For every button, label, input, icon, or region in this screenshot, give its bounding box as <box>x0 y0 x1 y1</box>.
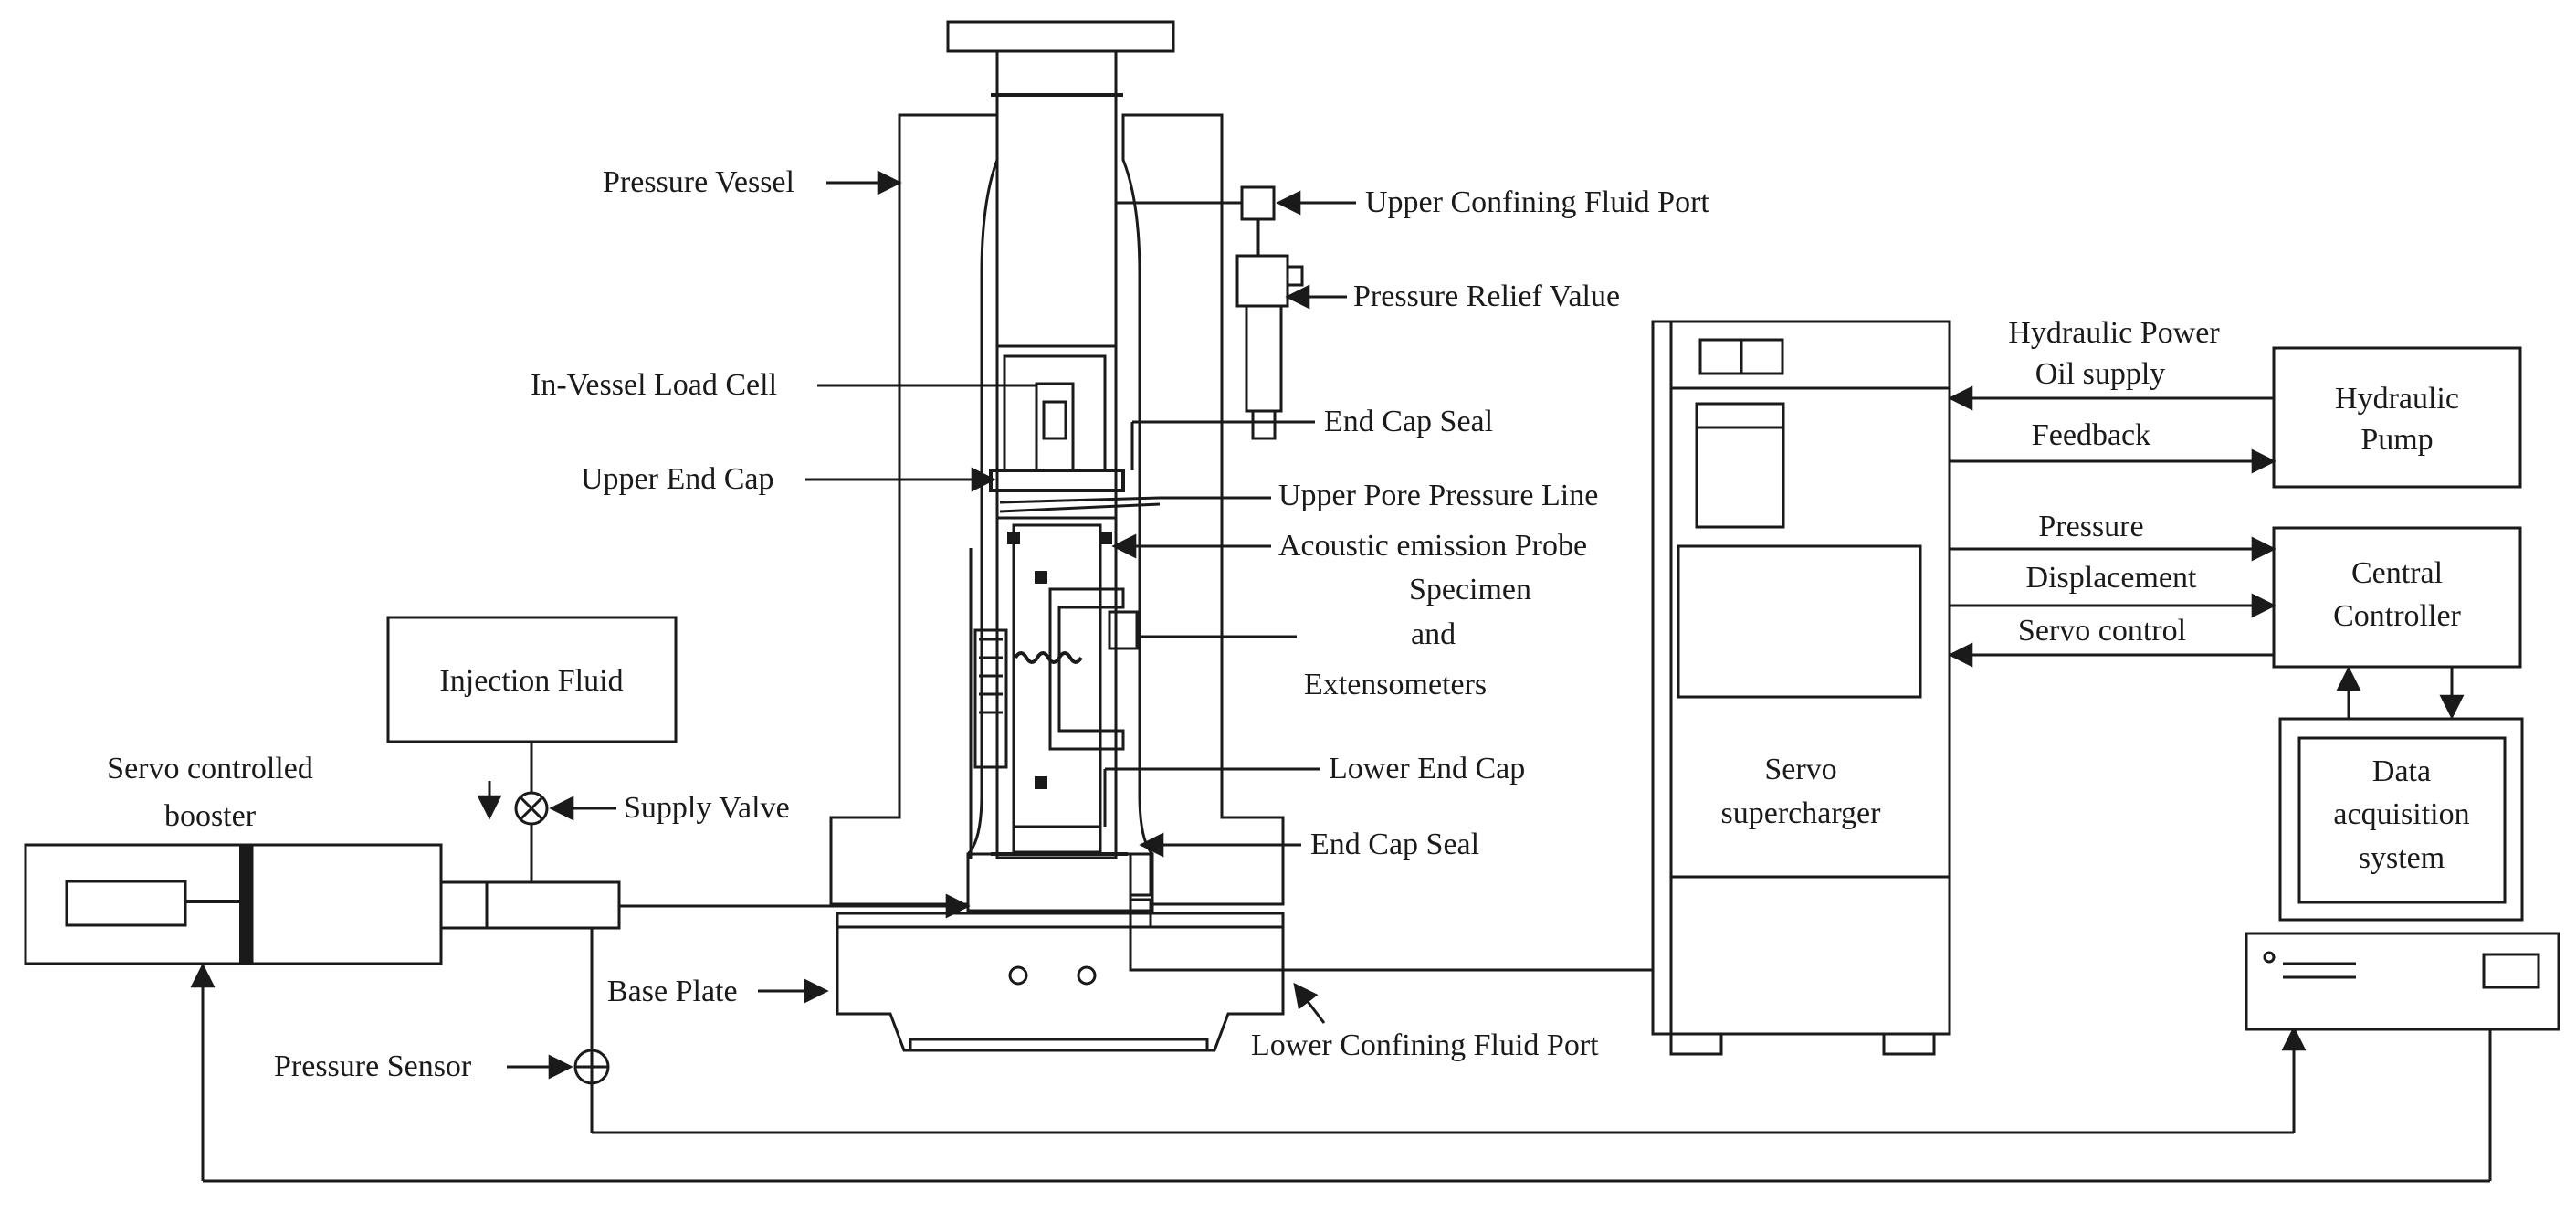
pressure-vessel <box>829 20 1285 912</box>
specimen <box>969 523 1139 859</box>
data-acquisition-computer <box>2245 717 2560 1031</box>
servo-controlled-booster <box>24 843 621 965</box>
label-pressure: Pressure <box>2038 510 2143 543</box>
piston-rod <box>995 49 1118 97</box>
label-and: and <box>1411 617 1456 651</box>
vessel-floor <box>966 852 1154 912</box>
label-upper-end-cap: Upper End Cap <box>581 462 774 496</box>
label-supply-valve: Supply Valve <box>624 791 790 825</box>
label-injection-fluid: Injection Fluid <box>439 664 623 698</box>
piston <box>995 93 1118 348</box>
acoustic-probe-right <box>1099 532 1112 544</box>
label-end-cap-seal-lower: End Cap Seal <box>1310 828 1479 861</box>
label-hydraulic-pump-1: Hydraulic <box>2335 382 2459 416</box>
base-plate <box>836 912 1285 1052</box>
label-servo-supercharger-1: Servo <box>1764 753 1836 786</box>
label-pressure-vessel: Pressure Vessel <box>603 165 794 199</box>
label-load-cell: In-Vessel Load Cell <box>531 368 777 402</box>
label-pressure-sensor: Pressure Sensor <box>274 1049 472 1083</box>
label-pressure-relief: Pressure Relief Value <box>1353 279 1620 313</box>
relief-valve-assembly <box>1116 185 1304 440</box>
label-feedback: Feedback <box>2032 418 2150 452</box>
label-upper-confining-port: Upper Confining Fluid Port <box>1365 185 1709 219</box>
label-acoustic-probe: Acoustic emission Probe <box>1278 529 1587 563</box>
label-upper-pore-pressure: Upper Pore Pressure Line <box>1278 479 1598 512</box>
label-lower-confining-port: Lower Confining Fluid Port <box>1251 1028 1599 1062</box>
acoustic-probe-left <box>1007 532 1020 544</box>
central-controller-box <box>2272 526 2522 669</box>
label-hydraulic-pump-2: Pump <box>2360 423 2433 457</box>
label-data-acq-3: system <box>2359 841 2445 875</box>
hydraulic-pump-box <box>2272 346 2522 489</box>
label-end-cap-seal-upper: End Cap Seal <box>1324 405 1493 438</box>
label-servo-control: Servo control <box>2018 614 2186 648</box>
label-servo-booster-1: Servo controlled <box>107 752 313 785</box>
label-hydraulic-power-1: Hydraulic Power <box>2008 316 2220 350</box>
label-hydraulic-power-2: Oil supply <box>2035 357 2166 391</box>
top-plate <box>946 20 1175 53</box>
injection-fluid-box <box>386 616 678 743</box>
label-extensometers: Extensometers <box>1304 668 1487 701</box>
label-data-acq-1: Data <box>2372 754 2431 788</box>
label-displacement: Displacement <box>2026 561 2197 595</box>
chamber <box>995 344 1118 859</box>
servo-supercharger <box>1651 320 1951 1056</box>
label-servo-supercharger-2: supercharger <box>1721 796 1882 830</box>
label-specimen: Specimen <box>1409 573 1531 606</box>
labels: Pressure Vessel Upper Confining Fluid Po… <box>107 165 2469 1083</box>
label-data-acq-2: acquisition <box>2333 797 2469 831</box>
load-cell <box>1003 354 1107 472</box>
label-base-plate: Base Plate <box>607 975 738 1008</box>
upper-end-cap <box>989 469 1161 520</box>
label-central-controller-2: Controller <box>2333 599 2461 633</box>
label-central-controller-1: Central <box>2351 556 2443 590</box>
vessel-wall-left <box>829 113 999 906</box>
label-lower-end-cap: Lower End Cap <box>1329 752 1525 785</box>
label-servo-booster-2: booster <box>164 799 257 833</box>
